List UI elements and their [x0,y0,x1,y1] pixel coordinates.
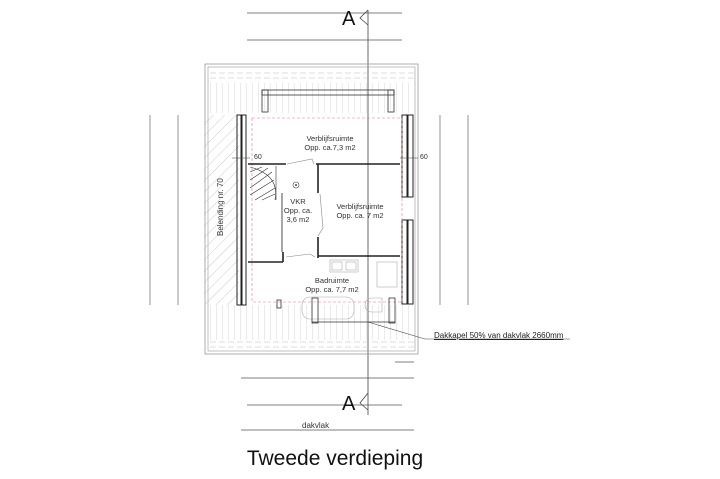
room-verblijfsruimte-2: Verblijfsruimte Opp. ca. 7 m2 [320,202,400,220]
room-area: Opp. ca. 7 m2 [336,211,384,220]
room-area: Opp. ca.7,3 m2 [304,143,356,152]
section-mark-bottom: A [342,393,356,415]
dakvlak-label: dakvlak [302,421,330,430]
page-title: Tweede verdieping [246,447,424,470]
offset-right: 60 [420,154,428,161]
room-vkr: VKR Opp. ca. 3,6 m2 [280,197,316,224]
room-verblijfsruimte-1: Verblijfsruimte Opp. ca.7,3 m2 [290,134,370,152]
room-name: Verblijfsruimte [306,134,354,143]
room-name: Verblijfsruimte [336,202,384,211]
neighbor-label: Belending nr. 70 [216,178,225,236]
room-area: Opp. ca. 7,7 m2 [305,285,359,294]
room-area-line2: 3,6 m2 [286,215,310,224]
room-name: VKR [290,197,306,206]
room-badruimte: Badruimte Opp. ca. 7,7 m2 [292,276,372,294]
dormer-callout: Dakkapel 50% van dakvlak 2660mm [434,331,564,340]
room-area-line1: Opp. ca. [283,206,313,215]
offset-left: 60 [254,154,262,161]
section-mark-top: A [342,8,356,30]
room-name: Badruimte [314,276,350,285]
